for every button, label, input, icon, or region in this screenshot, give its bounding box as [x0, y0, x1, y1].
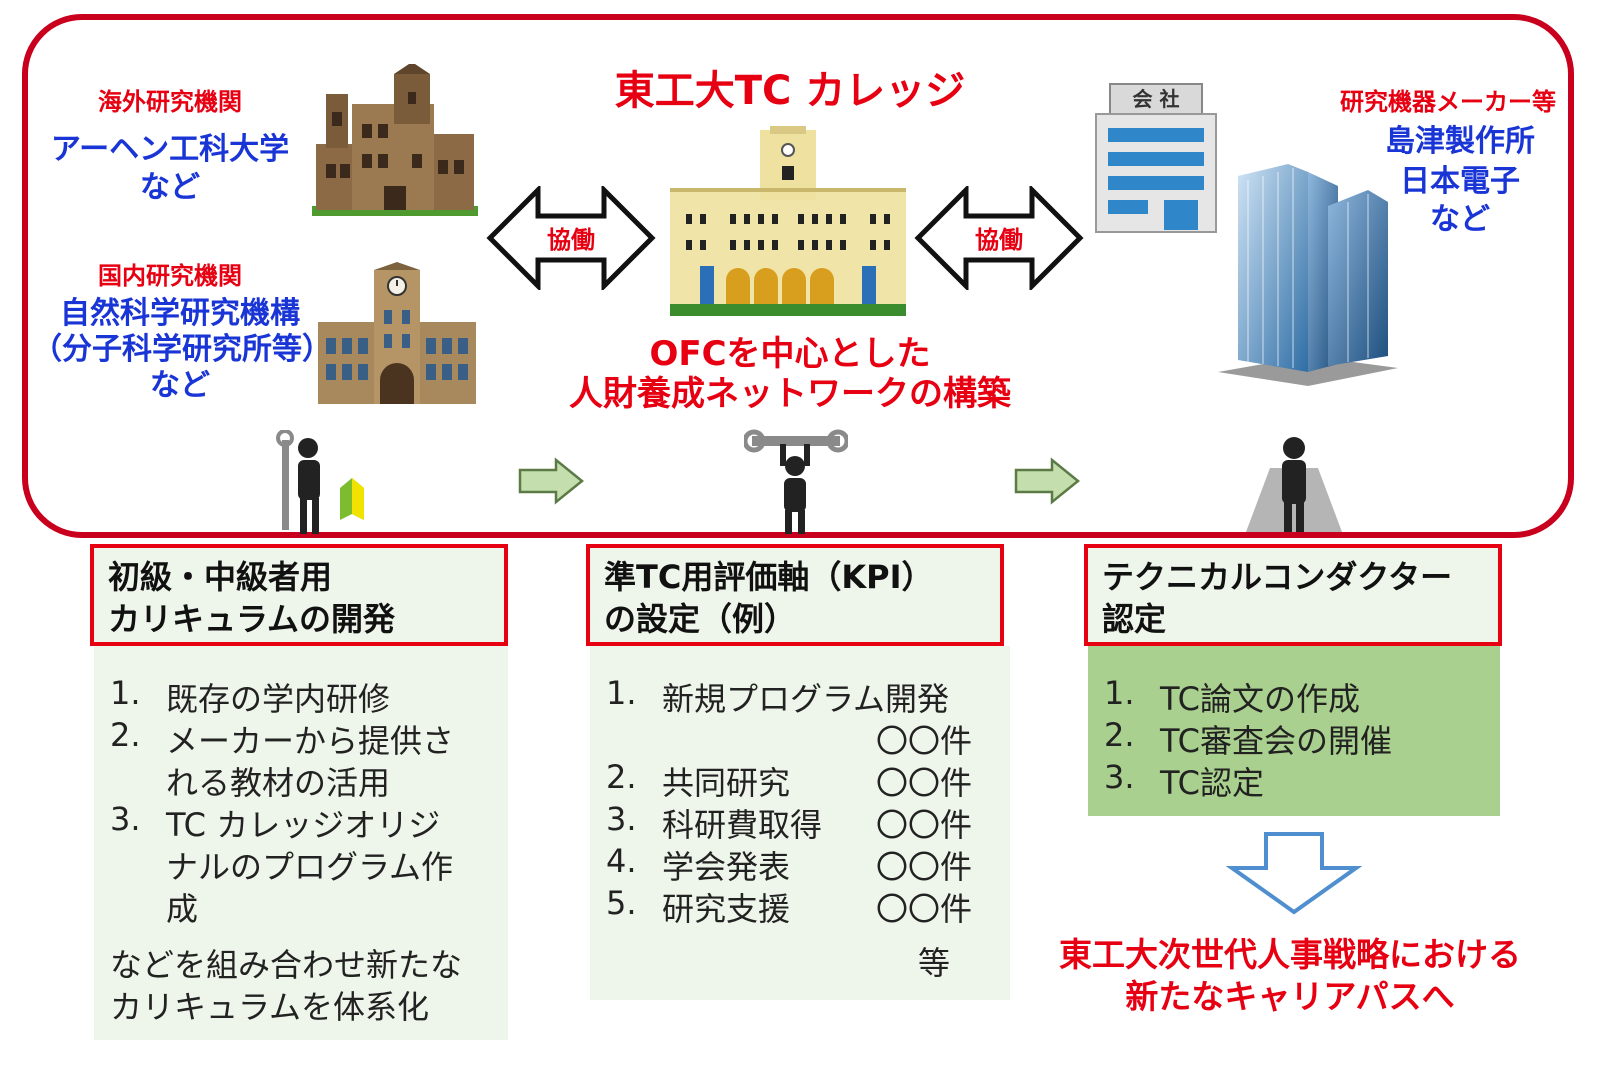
overseas-label: 海外研究機関 — [98, 88, 242, 116]
kpi-item-3-num: 3. — [606, 800, 637, 838]
curriculum-item-3-num: 3. — [110, 800, 141, 838]
cert-item-3-num: 3. — [1104, 758, 1135, 796]
kpi-item-3-count: 〇〇件 — [876, 806, 973, 844]
curriculum-item-3: TC カレッジオリジ — [166, 806, 441, 844]
overseas-name: アーヘン工科大学 — [50, 132, 290, 167]
curriculum-footer2: カリキュラムを体系化 — [110, 988, 430, 1026]
cert-item-3: TC認定 — [1160, 764, 1265, 802]
maker-etc: など — [1430, 202, 1490, 237]
curriculum-item-3-cont2: 成 — [166, 890, 199, 928]
kpi-item-1-label: 新規プログラム開発 — [662, 680, 950, 718]
conclusion-line2: 新たなキャリアパスへ — [1125, 977, 1455, 1016]
curriculum-header-line2: カリキュラムの開発 — [108, 600, 396, 638]
domestic-name: 自然科学研究機構 — [60, 296, 300, 331]
company-sign: 会 社 — [1133, 87, 1180, 111]
curriculum-item-2-cont: れる教材の活用 — [166, 764, 391, 802]
company-building-icon: 会 社 — [1095, 83, 1217, 233]
network-line2: 人財養成ネットワークの構築 — [569, 374, 1011, 414]
down-arrow-icon — [1226, 832, 1362, 915]
kpi-item-5-num: 5. — [606, 884, 637, 922]
kpi-item-1-count: 〇〇件 — [876, 722, 973, 760]
domestic-etc: など — [150, 368, 210, 403]
overseas-etc: など — [140, 170, 200, 205]
kpi-item-4-num: 4. — [606, 842, 637, 880]
clock-tower-university-icon — [318, 262, 476, 404]
curriculum-item-1: 既存の学内研修 — [166, 680, 391, 718]
collaboration-label-right: 協働 — [975, 226, 1023, 254]
certification-header-line2: 認定 — [1102, 600, 1167, 638]
kpi-item-2-count: 〇〇件 — [876, 764, 973, 802]
domestic-label: 国内研究機関 — [98, 262, 242, 290]
kpi-item-2-num: 2. — [606, 758, 637, 796]
collaboration-arrow-left: 協働 — [486, 186, 656, 290]
diagram-title: 東工大TC カレッジ — [614, 68, 966, 114]
kpi-item-2-label: 共同研究 — [662, 764, 791, 802]
kpi-item-3-label: 科研費取得 — [662, 806, 823, 844]
kpi-item-4-count: 〇〇件 — [876, 848, 973, 886]
beginner-worker-icon — [276, 430, 364, 534]
curriculum-item-1-num: 1. — [110, 674, 141, 712]
skyscraper-icon — [1218, 164, 1398, 386]
conductor-caped-icon — [1246, 437, 1342, 532]
cert-item-2: TC審査会の開催 — [1160, 722, 1393, 760]
progress-arrow-2 — [1014, 457, 1080, 505]
cert-item-1-num: 1. — [1104, 674, 1135, 712]
curriculum-list-panel: 1. 既存の学内研修 2. メーカーから提供さ れる教材の活用 3. TC カレ… — [94, 646, 508, 1040]
kpi-header: 準TC用評価軸（KPI） の設定（例） — [586, 544, 1004, 646]
network-line1: OFCを中心とした — [649, 334, 931, 374]
curriculum-item-2-num: 2. — [110, 716, 141, 754]
kpi-item-5-count: 〇〇件 — [876, 890, 973, 928]
collaboration-arrow-right: 協働 — [914, 186, 1084, 290]
conclusion-line1: 東工大次世代人事戦略における — [1059, 935, 1521, 974]
curriculum-item-3-cont: ナルのプログラム作 — [166, 848, 454, 886]
maker-label: 研究機器メーカー等 — [1340, 88, 1556, 116]
tc-college-frame — [22, 14, 1574, 538]
kpi-header-line1: 準TC用評価軸（KPI） — [604, 558, 934, 596]
kpi-item-5-label: 研究支援 — [662, 890, 791, 928]
kpi-item-4-label: 学会発表 — [662, 848, 791, 886]
cert-item-2-num: 2. — [1104, 716, 1135, 754]
certification-header-line1: テクニカルコンダクター — [1102, 558, 1453, 596]
collaboration-label-left: 協働 — [547, 226, 595, 254]
certification-header: テクニカルコンダクター 認定 — [1084, 544, 1502, 646]
domestic-subname: （分子科学研究所等） — [32, 332, 332, 367]
curriculum-item-2: メーカーから提供さ — [166, 722, 455, 760]
kpi-item-1-num: 1. — [606, 674, 637, 712]
curriculum-header-line1: 初級・中級者用 — [108, 558, 333, 596]
kpi-footer: 等 — [918, 944, 951, 982]
cert-item-1: TC論文の作成 — [1160, 680, 1361, 718]
wrench-worker-icon — [744, 429, 848, 534]
maker-name1: 島津製作所 — [1385, 124, 1535, 159]
kpi-header-line2: の設定（例） — [604, 600, 797, 638]
progress-arrow-1 — [518, 457, 584, 505]
curriculum-footer1: などを組み合わせ新たな — [110, 946, 463, 984]
maker-name2: 日本電子 — [1400, 164, 1520, 199]
castle-icon — [312, 64, 478, 216]
kpi-list-panel: 1. 新規プログラム開発 〇〇件 2. 共同研究 〇〇件 3. 科研費取得 〇〇… — [590, 646, 1010, 1000]
curriculum-header: 初級・中級者用 カリキュラムの開発 — [90, 544, 508, 646]
certification-list-panel: 1. TC論文の作成 2. TC審査会の開催 3. TC認定 — [1088, 646, 1500, 816]
main-building-icon — [670, 126, 906, 316]
